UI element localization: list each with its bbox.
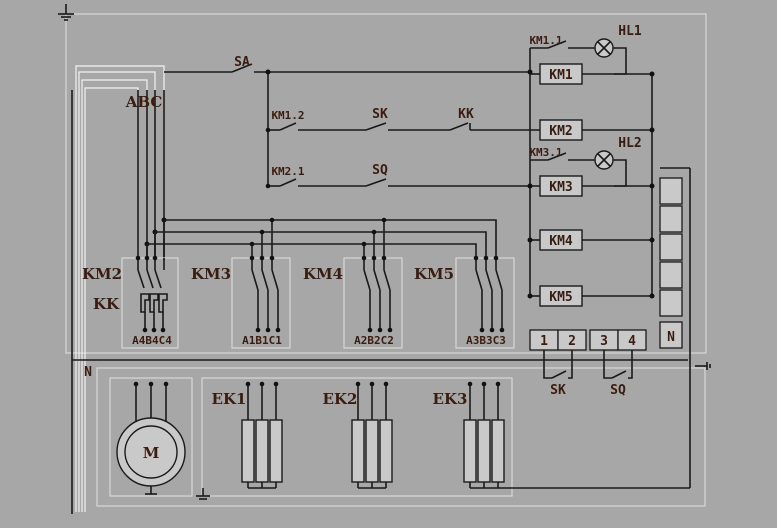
terminal-1: 1 (540, 334, 548, 349)
label-sk: SK (372, 107, 388, 122)
ground-icon-right (695, 362, 711, 370)
label-sa: SA (234, 55, 250, 70)
power-panel-frame (96, 367, 706, 507)
contactor-km2-frame (121, 257, 179, 349)
label-sq: SQ (372, 163, 388, 178)
heater-ek3 (463, 384, 505, 489)
ground-icon-heater (196, 488, 210, 500)
coil-label: KM3 (549, 180, 572, 195)
coil-km2: KM2 (539, 119, 583, 141)
coil-label: KM4 (549, 234, 573, 249)
coil-label: KM1 (549, 68, 573, 83)
terminal-block: 1 2 3 4 (529, 329, 647, 379)
contactor-label-km4: KM4 (303, 265, 343, 283)
terminals-km2: A4B4C4 (132, 334, 172, 347)
label-abc: ABC (125, 93, 163, 111)
terminals-km5: A3B3C3 (466, 334, 506, 347)
heater-label-ek1: EK1 (212, 390, 247, 408)
phase-bus (146, 219, 497, 258)
lamp-icon-hl2 (594, 150, 614, 170)
motor-icon: M (116, 381, 186, 495)
ground-icon-top (58, 4, 74, 21)
terminal-4: 4 (628, 334, 636, 349)
overload-label-kk: KK (93, 295, 120, 313)
control-panel-frame (65, 13, 707, 354)
lamp-icon-hl1 (594, 38, 614, 58)
coil-km1: KM1 (539, 63, 583, 85)
heater-ek1 (241, 384, 283, 489)
switch-label-sk: SK (550, 383, 566, 398)
label-km1-1: KM1.1 (529, 34, 562, 47)
heater-ek2 (351, 384, 393, 489)
coil-km5: KM5 (539, 285, 583, 307)
neutral-label-left: N (84, 365, 92, 380)
neutral-label-right: N (667, 330, 675, 345)
contactor-label-km2: KM2 (82, 265, 122, 283)
coil-km4: KM4 (539, 229, 583, 251)
label-km2-1: KM2.1 (271, 165, 304, 178)
terminal-strip: N (659, 167, 691, 488)
switch-label-sq: SQ (610, 383, 626, 398)
terminals-km4: A2B2C2 (354, 334, 394, 347)
contactor-label-km3: KM3 (191, 265, 231, 283)
label-km1-2: KM1.2 (271, 109, 304, 122)
coil-label: KM5 (549, 290, 572, 305)
label-km3-1: KM3.1 (529, 146, 562, 159)
heater-label-ek2: EK2 (323, 390, 358, 408)
coil-km3: KM3 (539, 175, 583, 197)
terminal-2: 2 (568, 334, 576, 349)
heater-frame (201, 377, 513, 497)
terminal-3: 3 (600, 334, 608, 349)
terminals-km3: A1B1C1 (242, 334, 282, 347)
label-kk: KK (458, 107, 474, 122)
heater-label-ek3: EK3 (433, 390, 468, 408)
motor-label: M (143, 444, 160, 462)
label-hl1: HL1 (618, 24, 642, 39)
label-hl2: HL2 (618, 136, 641, 151)
motor-frame (109, 377, 193, 497)
contactor-label-km5: KM5 (414, 265, 454, 283)
coil-label: KM2 (549, 124, 572, 139)
